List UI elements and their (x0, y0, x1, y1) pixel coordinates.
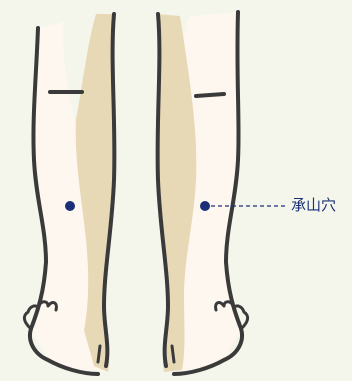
right-acupoint-dot (200, 201, 210, 211)
right-knee-crease (196, 94, 224, 96)
right-leg (158, 12, 248, 374)
right-ankle-mark (172, 346, 174, 362)
left-acupoint-dot (65, 201, 75, 211)
left-leg (24, 14, 114, 374)
left-ankle-mark (98, 346, 100, 362)
acupoint-label: 承山穴 (291, 195, 336, 215)
